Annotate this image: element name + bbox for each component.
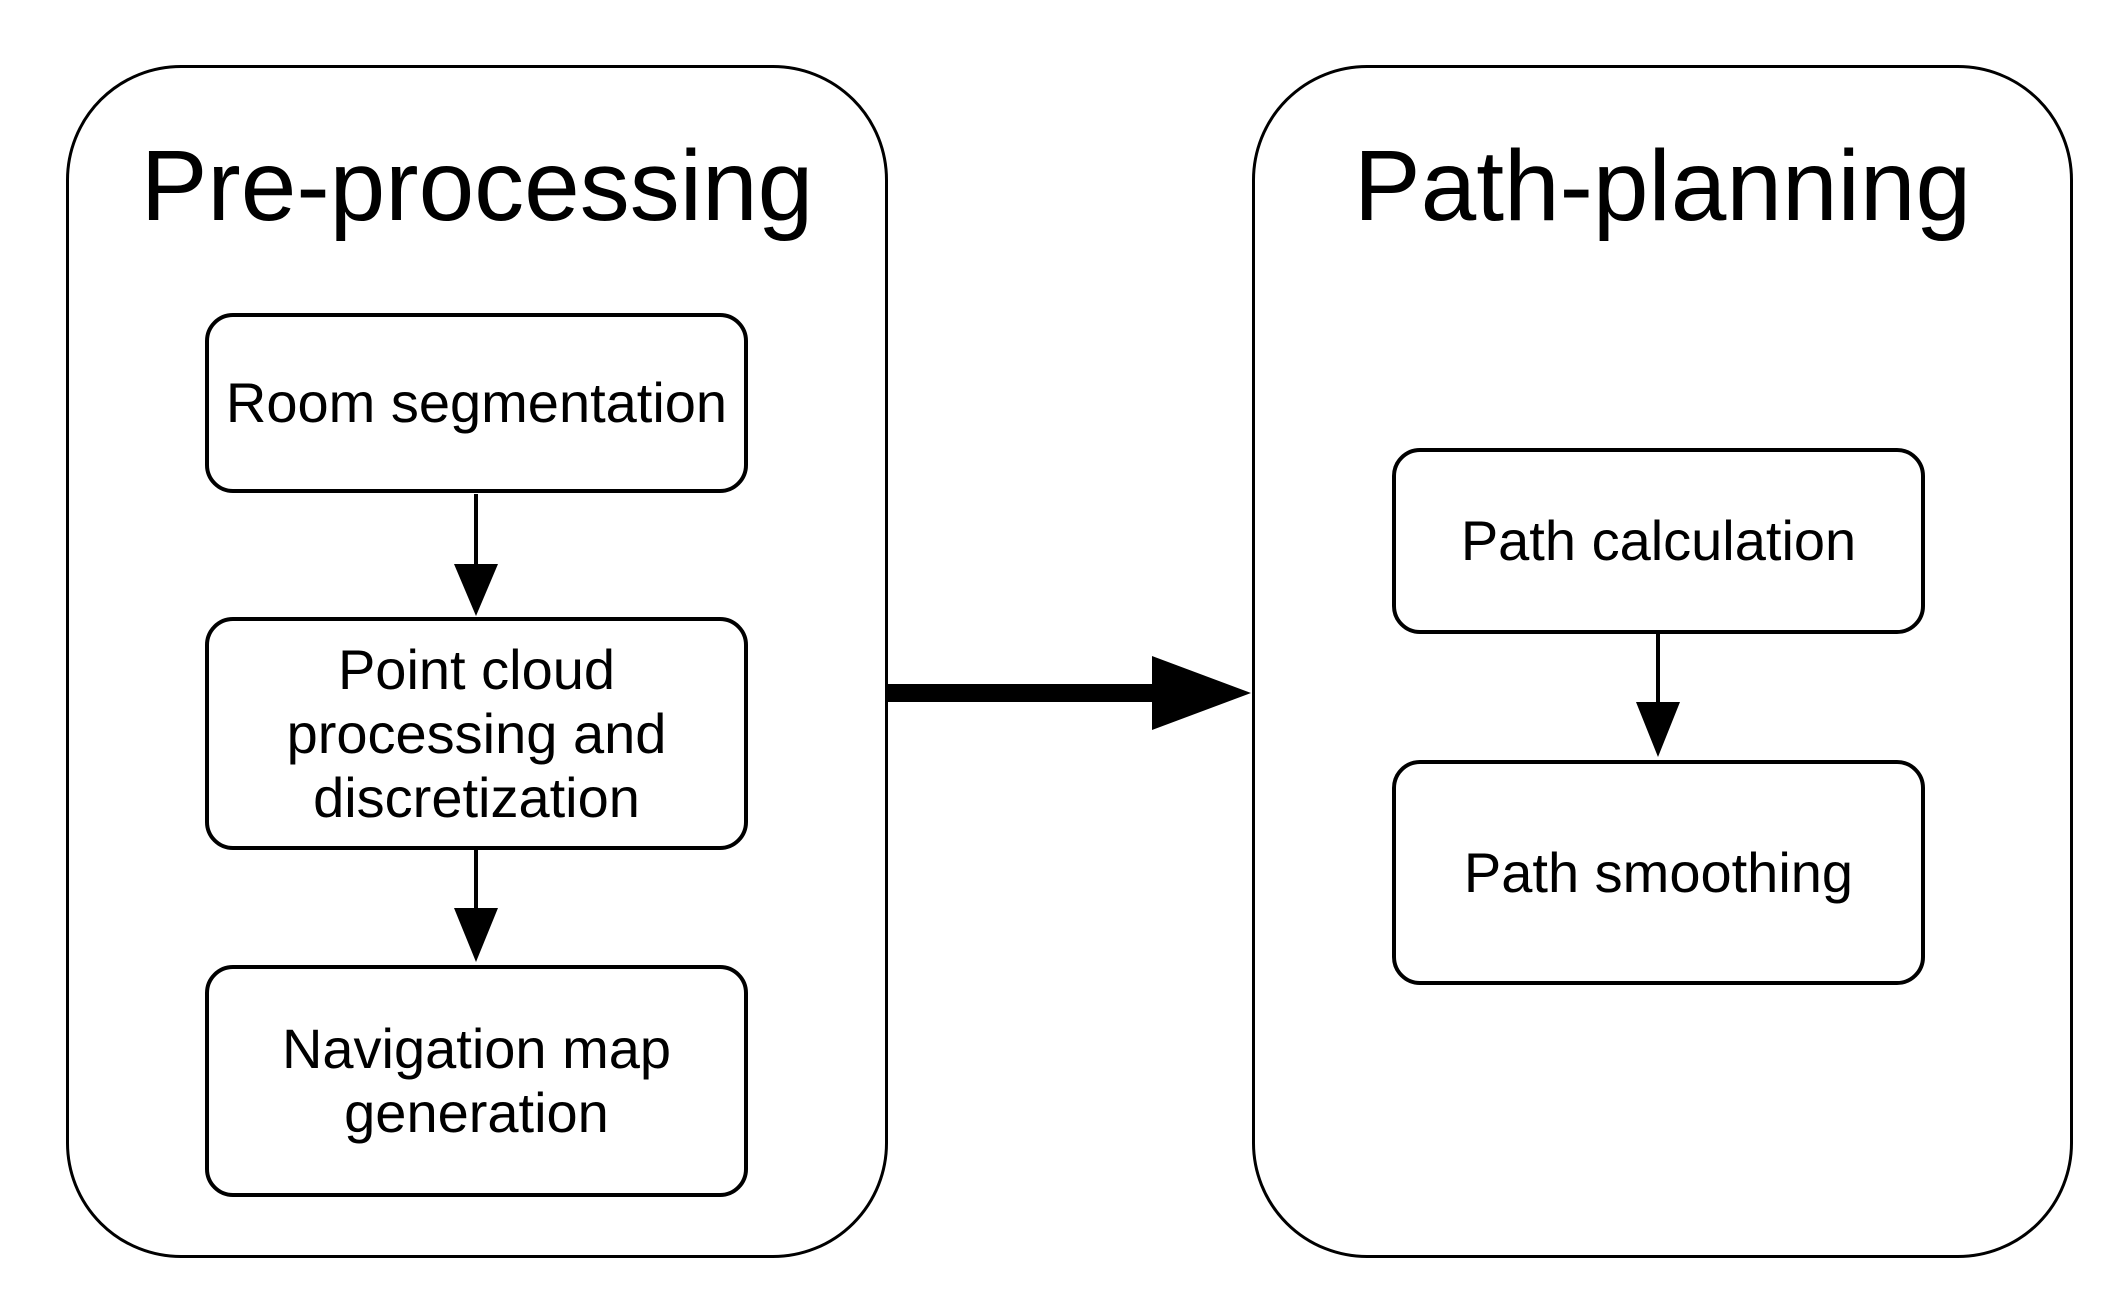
- arrow-head: [1152, 656, 1251, 730]
- node-room-segmentation: Room segmentation: [205, 313, 748, 493]
- group-title-pathplanning: Path-planning: [1353, 130, 1972, 242]
- group-preprocessing: Pre-processing Room segmentation Point c…: [66, 65, 888, 1258]
- node-label-navigation-map-generation: Navigation map generation: [281, 1017, 672, 1144]
- node-path-smoothing: Path smoothing: [1392, 760, 1925, 985]
- arrow-stem: [888, 684, 1160, 702]
- node-label-room-segmentation: Room segmentation: [225, 371, 728, 434]
- node-label-path-calculation: Path calculation: [1460, 509, 1857, 572]
- node-navigation-map-generation: Navigation map generation: [205, 965, 748, 1197]
- node-path-calculation: Path calculation: [1392, 448, 1925, 634]
- node-label-path-smoothing: Path smoothing: [1463, 840, 1854, 904]
- group-pathplanning: Path-planning Path calculation Path smoo…: [1252, 65, 2073, 1258]
- group-title-preprocessing: Pre-processing: [140, 130, 814, 242]
- node-point-cloud-processing: Point cloud processing and discretizatio…: [205, 617, 748, 850]
- arrow-preprocessing-to-pathplanning-icon: [888, 656, 1251, 730]
- node-label-point-cloud-processing: Point cloud processing and discretizatio…: [286, 637, 667, 829]
